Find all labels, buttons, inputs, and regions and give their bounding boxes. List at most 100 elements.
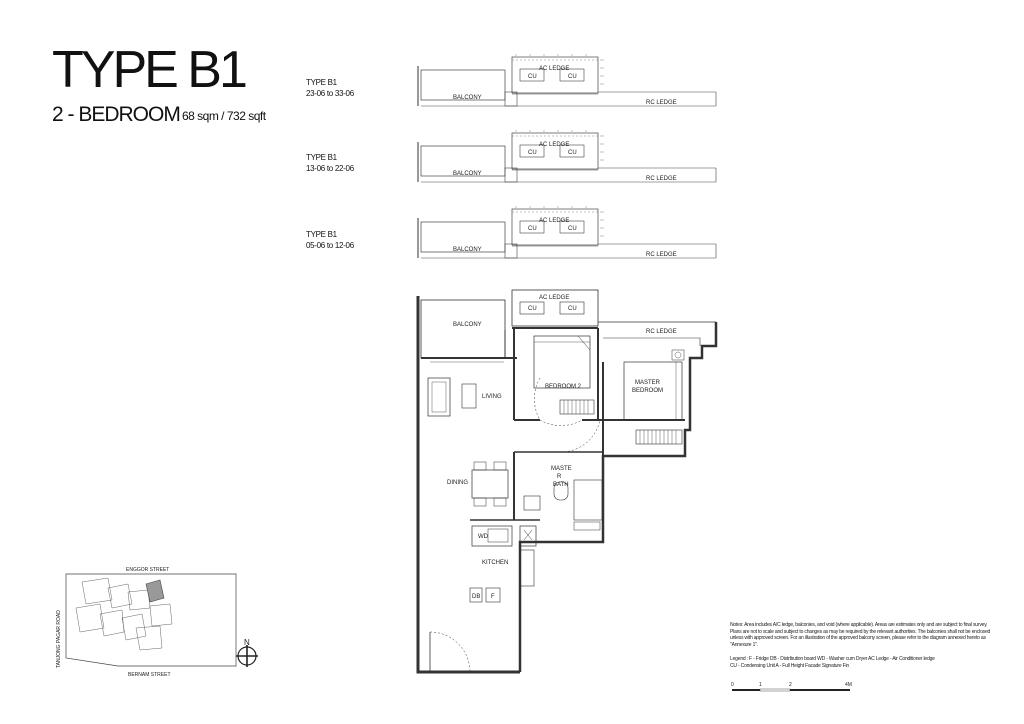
condensing-unit <box>519 301 545 315</box>
cu-label: CU <box>568 226 577 232</box>
rc-ledge <box>603 337 701 346</box>
bernam-street-label: BERNAM STREET <box>128 672 171 678</box>
north-label: N <box>244 638 250 647</box>
bed <box>533 335 591 389</box>
fridge-label: F <box>491 594 495 600</box>
living-label: LIVING <box>482 394 502 400</box>
building-block <box>149 603 173 627</box>
bed-detail <box>577 335 591 351</box>
kitchen-counter <box>471 525 513 547</box>
key-plan-type: TYPE B1 <box>306 153 337 162</box>
vanity <box>573 521 601 531</box>
site-boundary <box>65 573 237 667</box>
rc-ledge-label: RC LEDGE <box>646 252 677 258</box>
dining-label: DINING <box>447 480 468 486</box>
coffee-table <box>461 383 477 409</box>
plan-legend: Legend : F - Fridge DB - Distribution bo… <box>730 656 998 669</box>
balcony <box>420 299 506 359</box>
door-swing <box>534 377 541 421</box>
sofa <box>427 377 451 417</box>
key-plan-range: 13-06 to 22-06 <box>306 164 354 173</box>
door-swing <box>539 419 583 426</box>
shower <box>573 479 603 521</box>
highlighted-block <box>145 579 165 603</box>
key-plan-range: 05-06 to 12-06 <box>306 241 354 250</box>
scale-segment <box>759 688 791 692</box>
scale-tick-label: 2 <box>789 682 792 688</box>
fridge <box>485 587 501 603</box>
master-bedroom-label-2: BEDROOM <box>632 388 663 394</box>
building-block <box>135 625 163 651</box>
bedroom-2-label: BEDROOM 2 <box>545 384 582 390</box>
wardrobe-detail <box>563 400 589 414</box>
hob-detail <box>523 529 533 541</box>
chair <box>473 497 487 507</box>
master-bath-label-2: R <box>557 474 562 480</box>
building-block <box>99 609 125 637</box>
cu-label: CU <box>528 150 537 156</box>
dining-table <box>471 469 509 499</box>
scale-bar: 0 1 2 4M <box>731 682 852 692</box>
wd-label: WD <box>478 534 489 540</box>
key-plan-label-2: TYPE B1 13-06 to 22-06 <box>306 152 354 174</box>
kitchen-label: KITCHEN <box>482 560 508 566</box>
main-floor-plan <box>416 289 718 674</box>
site-buildings <box>75 577 173 651</box>
counter-side <box>519 549 535 587</box>
key-plan-3: BALCONY AC LEDGE CU CU RC LEDGE <box>417 205 717 259</box>
basin <box>523 495 541 511</box>
scale-segment <box>790 689 850 691</box>
scale-tick-label: 1 <box>759 682 762 688</box>
page-title: TYPE B1 <box>52 41 248 99</box>
unit-bedroom-count: 2 - BEDROOM <box>52 103 181 126</box>
chair <box>493 461 507 471</box>
cu-label: CU <box>528 306 537 312</box>
master-wardrobe <box>635 429 683 445</box>
cu-label: CU <box>568 74 577 80</box>
legend-line: CU - Condensing Unit A - Full Height Fac… <box>730 662 849 669</box>
key-plan-type: TYPE B1 <box>306 230 337 239</box>
scale-tick-label: 4M <box>845 682 852 688</box>
scale-segment <box>732 689 760 691</box>
rc-ledge-label: RC LEDGE <box>646 176 677 182</box>
rc-ledge-label: RC LEDGE <box>646 329 677 335</box>
balcony-label: BALCONY <box>453 247 482 253</box>
building-block <box>107 583 133 609</box>
ac-ledge-label: AC LEDGE <box>539 142 569 148</box>
ac-ledge-label: AC LEDGE <box>539 218 569 224</box>
key-plan-2: BALCONY AC LEDGE CU CU RC LEDGE <box>417 129 717 183</box>
balcony-label: BALCONY <box>453 171 482 177</box>
tanjong-pagar-road-label: TANJONG PAGAR ROAD <box>56 610 62 668</box>
master-bath-label-1: MASTE <box>551 466 572 472</box>
chair <box>493 497 507 507</box>
unit-area: 68 sqm / 732 sqft <box>182 109 266 123</box>
north-arrow: N <box>236 638 258 667</box>
distribution-board <box>469 587 483 603</box>
key-plan-label-1: TYPE B1 23-06 to 33-06 <box>306 77 354 99</box>
entrance-door-swing <box>429 631 471 673</box>
key-plan-type: TYPE B1 <box>306 78 337 87</box>
outer-wall <box>518 322 718 672</box>
legend-line: Legend : F - Fridge DB - Distribution bo… <box>730 656 935 662</box>
sofa-cushion <box>431 381 447 413</box>
condensing-unit <box>559 301 585 315</box>
cu-label: CU <box>528 74 537 80</box>
site-plan: ENGGOR STREET BERNAM STREET TANJONG PAGA… <box>56 567 237 678</box>
wardrobe-detail <box>639 430 677 444</box>
master-bedroom-label-1: MASTER <box>635 380 661 386</box>
balcony-label: BALCONY <box>453 95 482 101</box>
side-lamp <box>674 351 682 359</box>
rc-ledge-label: RC LEDGE <box>646 100 677 106</box>
door-swing <box>559 419 601 453</box>
key-plan-1: BALCONY AC LEDGE CU CU RC LEDGE <box>417 53 717 107</box>
plan-notes: Notes: Area includes A/C ledge, balconie… <box>730 622 991 648</box>
key-plan-range: 23-06 to 33-06 <box>306 89 354 98</box>
ac-ledge-label: AC LEDGE <box>539 295 569 301</box>
side-table <box>671 349 685 361</box>
cu-label: CU <box>568 306 577 312</box>
chair <box>473 461 487 471</box>
db-label: DB <box>472 594 480 600</box>
building-block <box>81 577 113 605</box>
enggor-street-label: ENGGOR STREET <box>126 567 169 573</box>
